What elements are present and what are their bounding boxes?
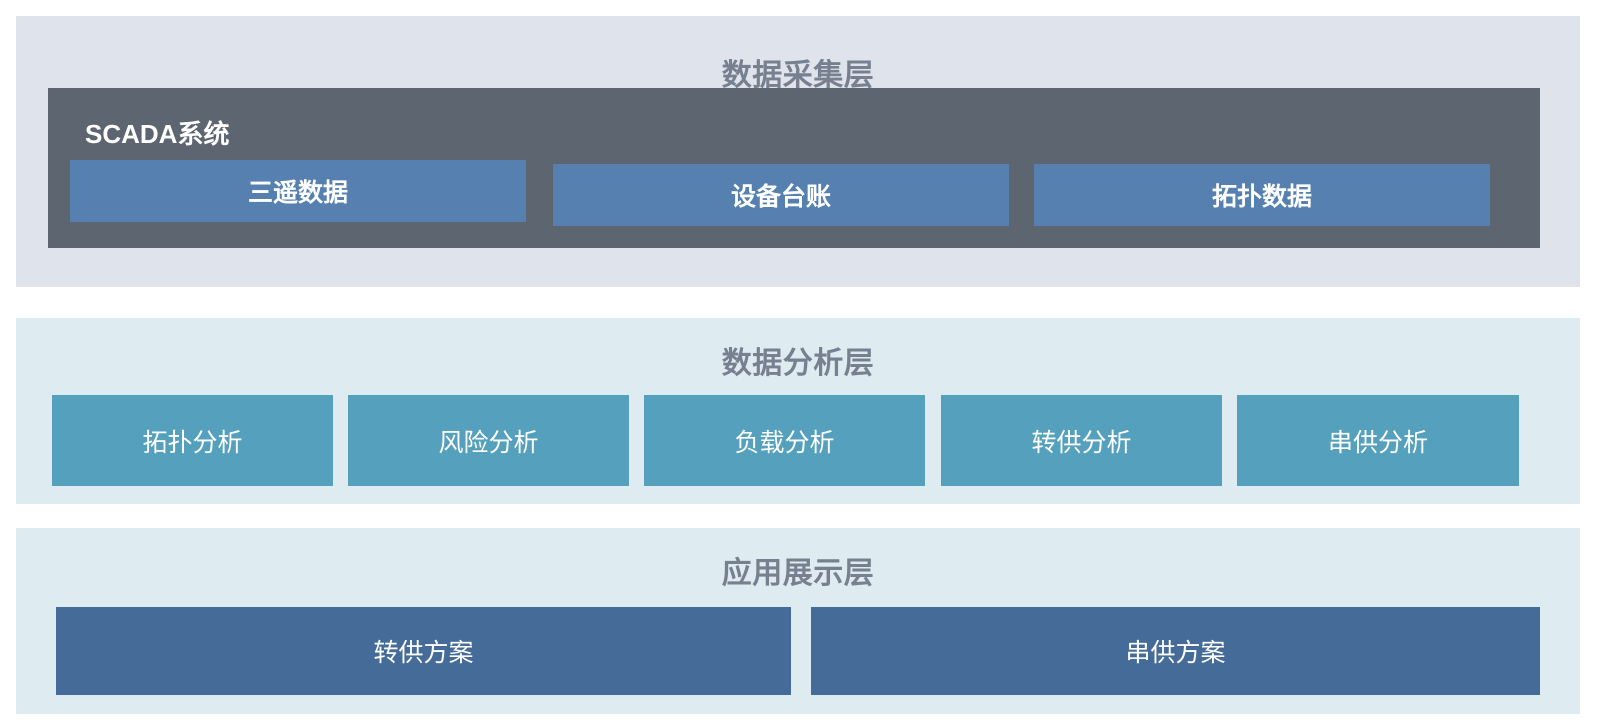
scada-system-group: SCADA系统 三遥数据 设备台账 拓扑数据 [48, 88, 1540, 248]
scada-system-label: SCADA系统 [85, 119, 230, 149]
layer-panel-application-display: 应用展示层 转供方案 串供方案 [16, 528, 1580, 714]
data-analysis-item-transfer-supply[interactable]: 转供分析 [941, 395, 1222, 486]
data-analysis-item-series-supply[interactable]: 串供分析 [1237, 395, 1519, 486]
data-analysis-item-topology[interactable]: 拓扑分析 [52, 395, 333, 486]
layer-title-data-collection: 数据采集层 [721, 59, 875, 92]
data-collection-item-sanyao[interactable]: 三遥数据 [70, 160, 526, 222]
layer-title-data-analysis: 数据分析层 [721, 347, 875, 380]
data-collection-item-equipment-ledger[interactable]: 设备台账 [553, 164, 1009, 226]
data-collection-item-row: 三遥数据 设备台账 拓扑数据 [70, 160, 1518, 226]
layer-title-application-display: 应用展示层 [721, 557, 875, 590]
layer-panel-data-collection: 数据采集层 SCADA系统 三遥数据 设备台账 拓扑数据 [16, 16, 1580, 287]
data-collection-item-topology-data[interactable]: 拓扑数据 [1034, 164, 1490, 226]
layer-panel-data-analysis: 数据分析层 拓扑分析 风险分析 负载分析 转供分析 串供分析 [16, 318, 1580, 504]
application-item-row: 转供方案 串供方案 [56, 607, 1540, 695]
data-analysis-item-row: 拓扑分析 风险分析 负载分析 转供分析 串供分析 [52, 395, 1544, 486]
application-item-series-supply-plan[interactable]: 串供方案 [811, 607, 1540, 695]
data-analysis-item-load[interactable]: 负载分析 [644, 395, 925, 486]
data-analysis-item-risk[interactable]: 风险分析 [348, 395, 629, 486]
application-item-transfer-supply-plan[interactable]: 转供方案 [56, 607, 791, 695]
